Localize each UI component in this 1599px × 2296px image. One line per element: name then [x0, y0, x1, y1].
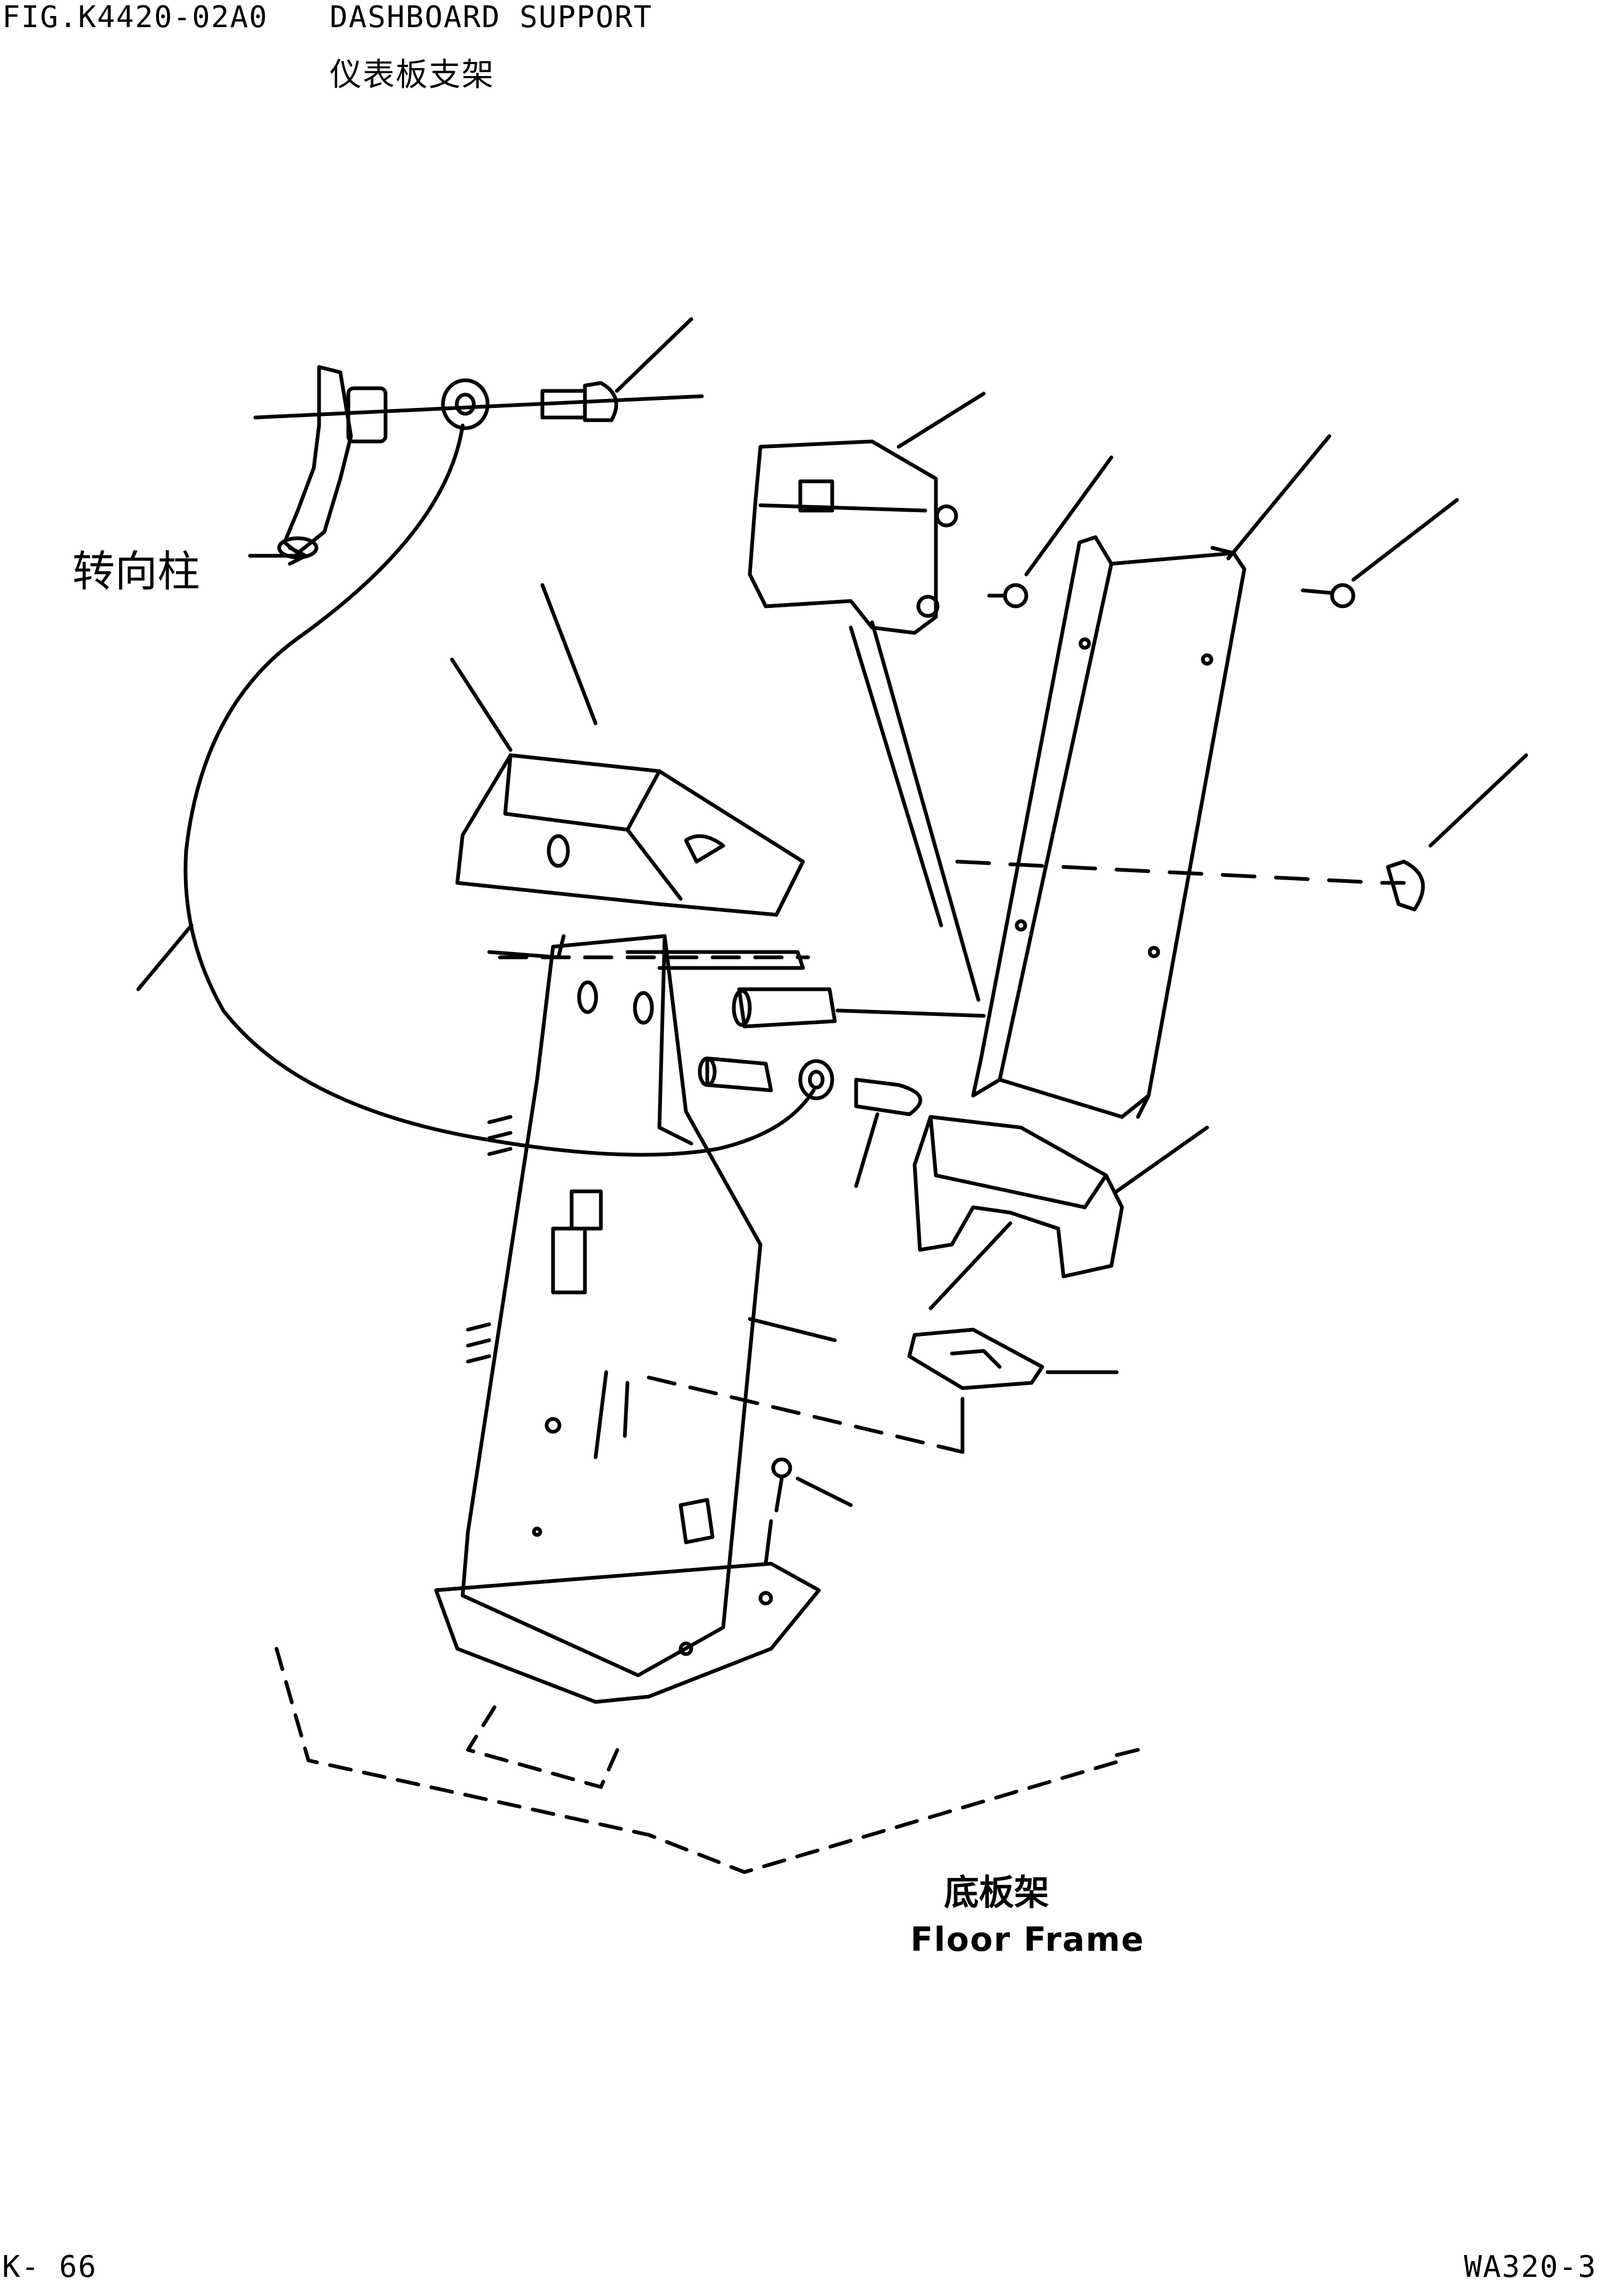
collar	[732, 987, 986, 1029]
floor-frame-outline	[274, 1647, 1124, 1874]
floor-frame-label-cn: 底板架	[944, 1872, 1049, 1913]
channel-bracket	[971, 535, 1246, 1119]
bolt-right	[1380, 859, 1425, 912]
u-bracket	[912, 1115, 1124, 1279]
top-cover	[455, 753, 805, 917]
screw-small-1	[987, 583, 1028, 608]
figure-title-chinese: 仪表板支架	[330, 56, 495, 94]
bolt-upper	[540, 381, 618, 422]
figure-number: FIG.K4420-02A0	[2, 0, 269, 35]
floor-frame-label-en: Floor Frame	[910, 1920, 1145, 1959]
screw-small-2	[1301, 583, 1355, 608]
damper-pad	[907, 1327, 1044, 1390]
steering-column-stub	[248, 365, 388, 566]
steering-column-label: 转向柱	[72, 547, 200, 596]
page-number: K- 66	[2, 2250, 97, 2284]
model-code: WA320-3	[1463, 2250, 1597, 2284]
washer	[798, 1059, 834, 1100]
figure-title-english: DASHBOARD SUPPORT	[330, 0, 653, 35]
grommet	[441, 378, 490, 430]
bolt-pin	[854, 1078, 923, 1116]
spacer-tube	[698, 1056, 773, 1092]
bolt-lower	[771, 1457, 853, 1513]
base-plate	[434, 1562, 821, 1704]
relay-box	[748, 439, 958, 635]
wire-harness	[183, 423, 816, 1157]
